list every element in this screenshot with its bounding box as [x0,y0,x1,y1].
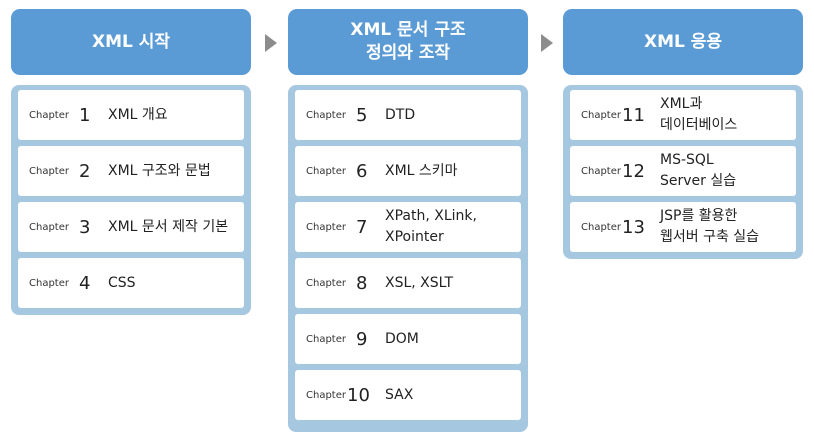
column-header: XML 시작 [11,9,251,75]
chapter-title-line: CSS [108,274,136,291]
chapter-card-3: Chapter 3 XML 문서 제작 기본 [18,202,244,252]
chapter-title: MS-SQL Server 실습 [660,150,792,192]
chapter-title-line: Server 실습 [660,173,737,189]
chapter-number: 1 [79,104,91,126]
chapter-title-line: 데이터베이스 [660,117,738,133]
chapter-title-line: XML 문서 제작 기본 [108,218,229,235]
column-title-line: XML 응용 [643,31,723,52]
column-xml-application: XML 응용 Chapter 11 XML과 데이터베이스 Chapter 12… [563,9,803,259]
chapter-title-line: DOM [385,330,419,347]
chapter-number: 12 [622,160,645,182]
chapter-title: XPath, XLink, XPointer [385,206,517,248]
chapter-title: DTD [385,105,517,126]
chapter-word: Chapter [581,165,621,177]
chapter-number: 8 [356,272,368,294]
chapter-title: DOM [385,329,517,350]
chapter-number: 9 [356,328,368,350]
chapter-title: CSS [108,273,240,294]
chapter-title-line: 웹서버 구축 실습 [660,229,760,245]
chapter-card-5: Chapter 5 DTD [295,90,521,140]
chapter-number: 7 [356,216,368,238]
chapter-card-7: Chapter 7 XPath, XLink, XPointer [295,202,521,252]
chapter-card-11: Chapter 11 XML과 데이터베이스 [570,90,796,140]
column-xml-document-structure: XML 문서 구조 정의와 조작 Chapter 5 DTD Chapter 6… [288,9,528,432]
column-title-line: XML 문서 구조 [350,20,466,40]
chapter-panel: Chapter 1 XML 개요 Chapter 2 XML 구조와 문법 Ch… [11,85,251,315]
chapter-word: Chapter [581,109,621,121]
chapter-word: Chapter [29,277,69,289]
chapter-panel: Chapter 11 XML과 데이터베이스 Chapter 12 MS-SQL… [563,85,803,259]
arrow-right-icon [541,34,553,52]
chapter-title-line: XPath, XLink, [385,208,477,224]
chapter-word: Chapter [29,165,69,177]
chapter-card-6: Chapter 6 XML 스키마 [295,146,521,196]
chapter-title: XML 개요 [108,105,240,126]
chapter-title-line: XML 개요 [108,106,168,123]
chapter-word: Chapter [29,109,69,121]
column-xml-start: XML 시작 Chapter 1 XML 개요 Chapter 2 XML 구조… [11,9,251,315]
column-title-line: 정의와 조작 [365,43,451,63]
chapter-card-12: Chapter 12 MS-SQL Server 실습 [570,146,796,196]
chapter-title-line: XPointer [385,229,444,245]
chapter-word: Chapter [306,389,346,401]
chapter-card-9: Chapter 9 DOM [295,314,521,364]
chapter-title-line: XML과 [660,96,703,112]
chapter-title: XML과 데이터베이스 [660,94,792,136]
chapter-title: XML 스키마 [385,161,517,182]
chapter-card-10: Chapter 10 SAX [295,370,521,420]
chapter-word: Chapter [306,277,346,289]
chapter-number: 11 [622,104,645,126]
chapter-card-2: Chapter 2 XML 구조와 문법 [18,146,244,196]
chapter-title: XSL, XSLT [385,273,517,294]
chapter-title: XML 구조와 문법 [108,161,240,182]
chapter-word: Chapter [29,221,69,233]
chapter-card-13: Chapter 13 JSP를 활용한 웹서버 구축 실습 [570,202,796,252]
chapter-word: Chapter [306,165,346,177]
chapter-word: Chapter [306,221,346,233]
chapter-title: SAX [385,385,517,406]
column-title-line: XML 시작 [91,31,171,52]
column-header: XML 문서 구조 정의와 조작 [288,9,528,75]
chapter-title-line: JSP를 활용한 [660,208,738,224]
chapter-card-8: Chapter 8 XSL, XSLT [295,258,521,308]
chapter-title: JSP를 활용한 웹서버 구축 실습 [660,206,792,248]
chapter-title-line: XML 스키마 [385,162,458,179]
chapter-word: Chapter [581,221,621,233]
chapter-number: 13 [622,216,645,238]
chapter-title-line: SAX [385,386,414,403]
column-header: XML 응용 [563,9,803,75]
chapter-title-line: DTD [385,106,416,123]
chapter-card-4: Chapter 4 CSS [18,258,244,308]
chapter-title-line: XSL, XSLT [385,274,454,291]
chapter-title-line: MS-SQL [660,152,714,168]
chapter-number: 2 [79,160,91,182]
chapter-number: 4 [79,272,91,294]
chapter-card-1: Chapter 1 XML 개요 [18,90,244,140]
chapter-word: Chapter [306,109,346,121]
chapter-number: 5 [356,104,368,126]
chapter-word: Chapter [306,333,346,345]
chapter-number: 3 [79,216,91,238]
chapter-number: 10 [347,384,370,406]
chapter-title: XML 문서 제작 기본 [108,217,240,238]
chapter-panel: Chapter 5 DTD Chapter 6 XML 스키마 Chapter … [288,85,528,432]
chapter-title-line: XML 구조와 문법 [108,162,211,179]
chapter-number: 6 [356,160,368,182]
arrow-right-icon [265,34,277,52]
